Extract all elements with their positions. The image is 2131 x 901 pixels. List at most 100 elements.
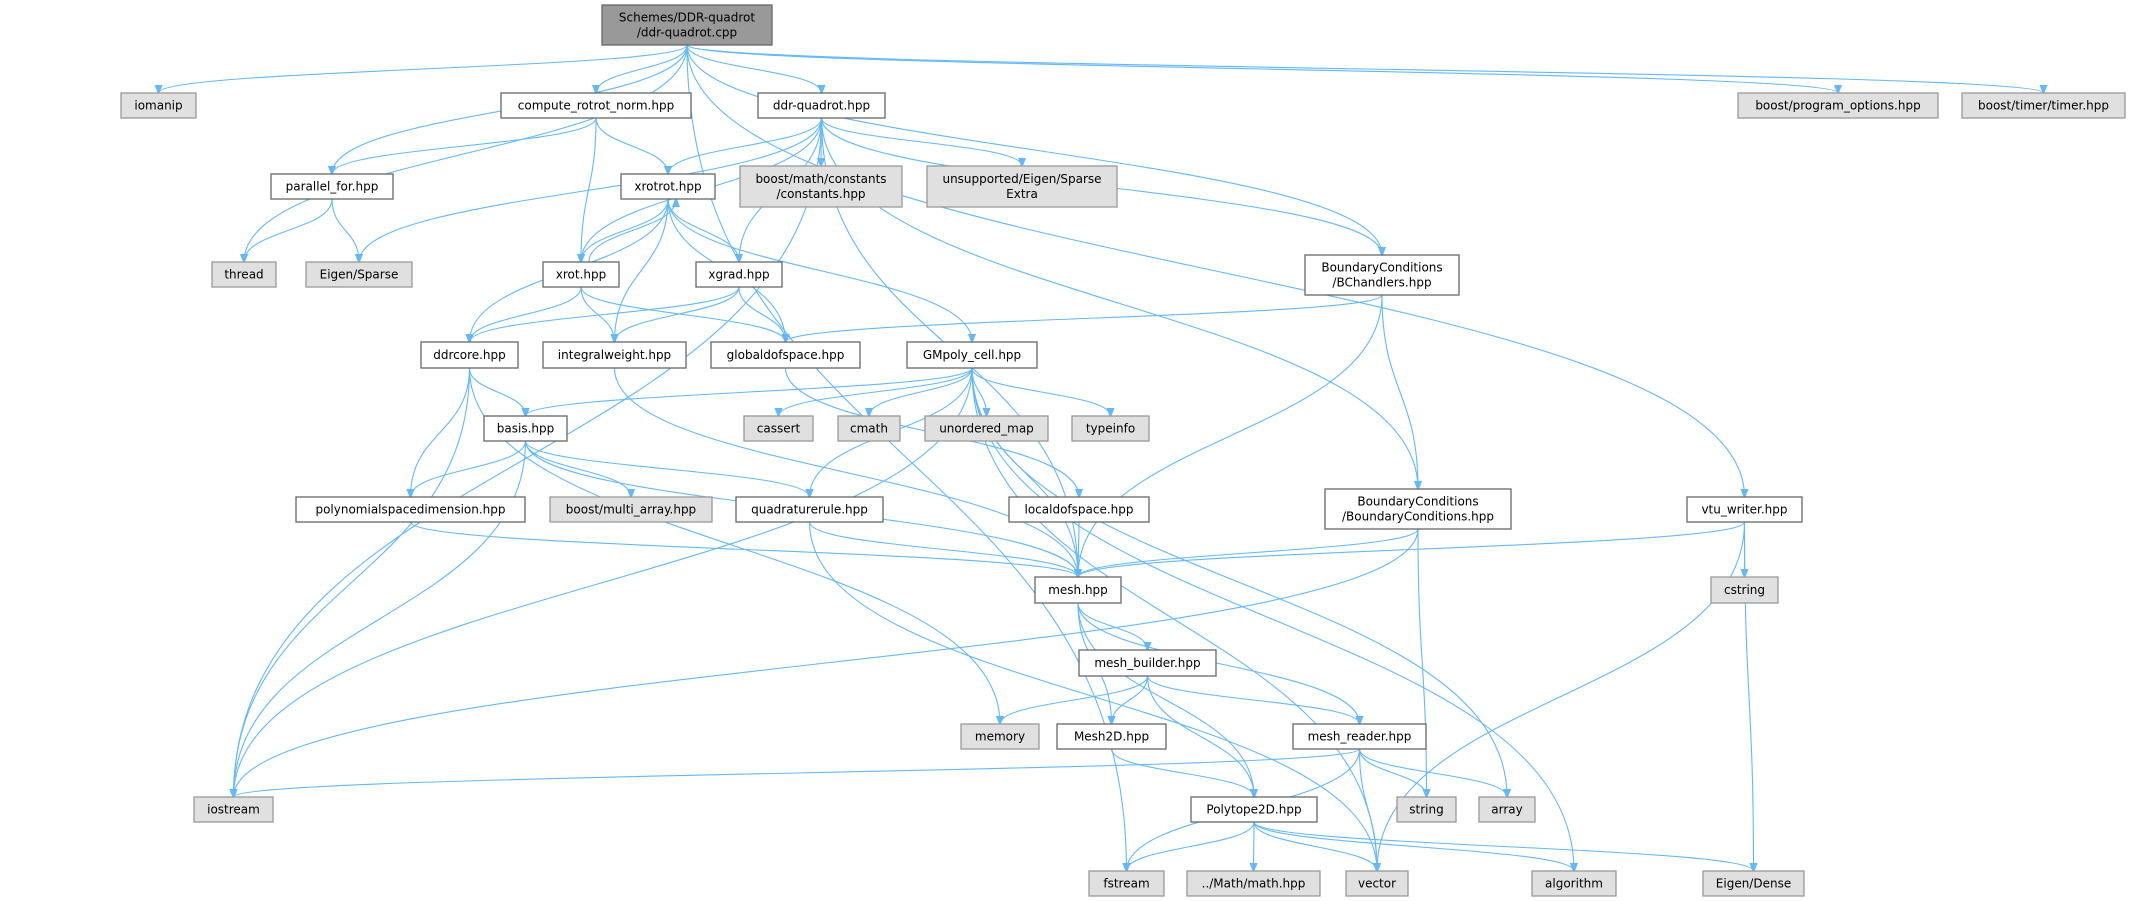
edge-vtu_writer-to-eigen_dense bbox=[1743, 521, 1754, 871]
node-label: /BChandlers.hpp bbox=[1332, 276, 1431, 290]
node-box bbox=[735, 496, 884, 523]
edge-quadraturerule-to-mesh bbox=[808, 521, 1079, 577]
node-label: xrotrot.hpp bbox=[634, 180, 701, 194]
node-label: array bbox=[1491, 803, 1522, 817]
node-label: vector bbox=[1358, 877, 1396, 891]
edge-ddr_quadrot_hpp-to-eigen_sparse bbox=[359, 117, 823, 262]
node-parallel_for[interactable]: parallel_for.hpp bbox=[270, 173, 394, 200]
node-polytope2d[interactable]: Polytope2D.hpp bbox=[1190, 796, 1318, 823]
node-label: cmath bbox=[850, 422, 888, 436]
node-boost_timer: boost/timer/timer.hpp bbox=[1961, 92, 2126, 119]
node-label: thread bbox=[224, 268, 263, 282]
node-box bbox=[420, 341, 519, 369]
node-label: cstring bbox=[1724, 583, 1765, 597]
edge-compute_rotrot_norm-to-xrotrot bbox=[595, 117, 668, 174]
edge-mesh_reader-to-iostream bbox=[234, 748, 1361, 797]
edge-ddrcore-to-basis bbox=[468, 367, 526, 416]
node-label: boost/timer/timer.hpp bbox=[1978, 99, 2109, 113]
node-box bbox=[757, 92, 886, 119]
node-bchandlers[interactable]: BoundaryConditions/BChandlers.hpp bbox=[1304, 254, 1460, 296]
node-label: BoundaryConditions bbox=[1321, 261, 1442, 275]
node-ddrcore[interactable]: ddrcore.hpp bbox=[420, 341, 519, 369]
node-label: boost/math/constants bbox=[755, 172, 886, 186]
node-iomanip: iomanip bbox=[120, 92, 197, 119]
nodes-layer: Schemes/DDR-quadrot/ddr-quadrot.cpp ioman… bbox=[120, 4, 2126, 897]
node-mesh_builder[interactable]: mesh_builder.hpp bbox=[1078, 649, 1217, 677]
node-mesh2d[interactable]: Mesh2D.hpp bbox=[1056, 723, 1167, 750]
node-label: xrot.hpp bbox=[556, 268, 606, 282]
node-label: integralweight.hpp bbox=[558, 348, 671, 362]
node-vtu_writer[interactable]: vtu_writer.hpp bbox=[1686, 496, 1803, 523]
node-label: memory bbox=[975, 730, 1025, 744]
node-box bbox=[1702, 870, 1805, 897]
node-box bbox=[1304, 254, 1460, 296]
node-polynomialspacedimension[interactable]: polynomialspacedimension.hpp bbox=[295, 496, 526, 523]
node-label: polynomialspacedimension.hpp bbox=[315, 503, 505, 517]
edge-mesh-to-polytope2d bbox=[1077, 602, 1254, 797]
node-xrot[interactable]: xrot.hpp bbox=[542, 261, 620, 288]
node-boost_program_options: boost/program_options.hpp bbox=[1737, 92, 1939, 119]
node-unordered_map: unordered_map bbox=[924, 415, 1049, 442]
edge-mesh2d-to-polytope2d bbox=[1110, 748, 1255, 797]
edge-ddrcore-to-polynomialspacedimension bbox=[411, 367, 471, 497]
edge-mesh-to-mesh_builder bbox=[1077, 602, 1148, 650]
node-array: array bbox=[1478, 796, 1536, 823]
node-xgrad[interactable]: xgrad.hpp bbox=[695, 261, 783, 288]
node-root[interactable]: Schemes/DDR-quadrot/ddr-quadrot.cpp bbox=[601, 4, 773, 46]
edge-xrot-to-globaldofspace bbox=[580, 286, 786, 342]
edge-mesh_builder-to-polytope2d bbox=[1146, 675, 1255, 797]
node-integralweight[interactable]: integralweight.hpp bbox=[542, 341, 687, 369]
node-box bbox=[601, 4, 773, 46]
node-box bbox=[549, 496, 713, 523]
node-localdofspace[interactable]: localdofspace.hpp bbox=[1008, 496, 1150, 523]
node-boundaryconditions[interactable]: BoundaryConditions/BoundaryConditions.hp… bbox=[1324, 488, 1512, 530]
node-label: globaldofspace.hpp bbox=[727, 348, 845, 362]
node-mesh_reader[interactable]: mesh_reader.hpp bbox=[1292, 723, 1427, 750]
edge-ddr_quadrot_hpp-to-iostream bbox=[234, 117, 823, 797]
node-string: string bbox=[1396, 796, 1457, 823]
node-typeinfo: typeinfo bbox=[1071, 415, 1150, 442]
edge-xrot-to-ddrcore bbox=[470, 286, 582, 342]
node-box bbox=[837, 415, 901, 442]
node-box bbox=[620, 173, 716, 200]
edge-xrot-to-xrotrot bbox=[588, 199, 676, 263]
node-cmath: cmath bbox=[837, 415, 901, 442]
edge-root-to-bchandlers bbox=[686, 44, 1382, 255]
edge-gmpoly_cell-to-basis bbox=[526, 367, 973, 416]
edge-integralweight-to-mesh bbox=[613, 367, 1079, 577]
node-label: algorithm bbox=[1545, 877, 1603, 891]
node-quadraturerule[interactable]: quadraturerule.hpp bbox=[735, 496, 884, 523]
node-globaldofspace[interactable]: globaldofspace.hpp bbox=[710, 341, 861, 369]
edge-xrotrot-to-xgrad bbox=[667, 198, 739, 262]
edge-ddrcore-to-iostream bbox=[234, 367, 471, 797]
edge-mesh_builder-to-memory bbox=[1000, 675, 1149, 724]
node-compute_rotrot_norm[interactable]: compute_rotrot_norm.hpp bbox=[500, 92, 692, 119]
node-label: mesh_builder.hpp bbox=[1094, 656, 1200, 670]
edge-mesh_reader-to-array bbox=[1358, 748, 1508, 797]
node-label: typeinfo bbox=[1086, 422, 1135, 436]
edge-parallel_for-to-thread bbox=[244, 198, 333, 262]
node-gmpoly_cell[interactable]: GMpoly_cell.hpp bbox=[906, 341, 1038, 369]
node-box bbox=[1292, 723, 1427, 750]
node-box bbox=[1186, 870, 1321, 897]
edge-xgrad-to-integralweight bbox=[615, 286, 740, 342]
node-label: fstream bbox=[1103, 877, 1149, 891]
node-basis[interactable]: basis.hpp bbox=[483, 415, 568, 442]
node-box bbox=[211, 261, 277, 288]
edge-boundaryconditions-to-mesh bbox=[1078, 528, 1419, 577]
node-box bbox=[305, 261, 413, 288]
edge-mesh_reader-to-vector bbox=[1358, 748, 1378, 871]
node-label: iostream bbox=[207, 803, 260, 817]
node-box bbox=[739, 165, 903, 208]
node-box bbox=[1008, 496, 1150, 523]
node-mesh[interactable]: mesh.hpp bbox=[1034, 576, 1122, 604]
node-label: mesh.hpp bbox=[1048, 583, 1108, 597]
node-xrotrot[interactable]: xrotrot.hpp bbox=[620, 173, 716, 200]
edge-gmpoly_cell-to-iostream bbox=[234, 367, 973, 797]
node-box bbox=[500, 92, 692, 119]
node-label: quadraturerule.hpp bbox=[751, 503, 868, 517]
node-ddr_quadrot_hpp[interactable]: ddr-quadrot.hpp bbox=[757, 92, 886, 119]
node-box bbox=[1396, 796, 1457, 823]
edge-root-to-ddr_quadrot_hpp bbox=[686, 44, 822, 93]
